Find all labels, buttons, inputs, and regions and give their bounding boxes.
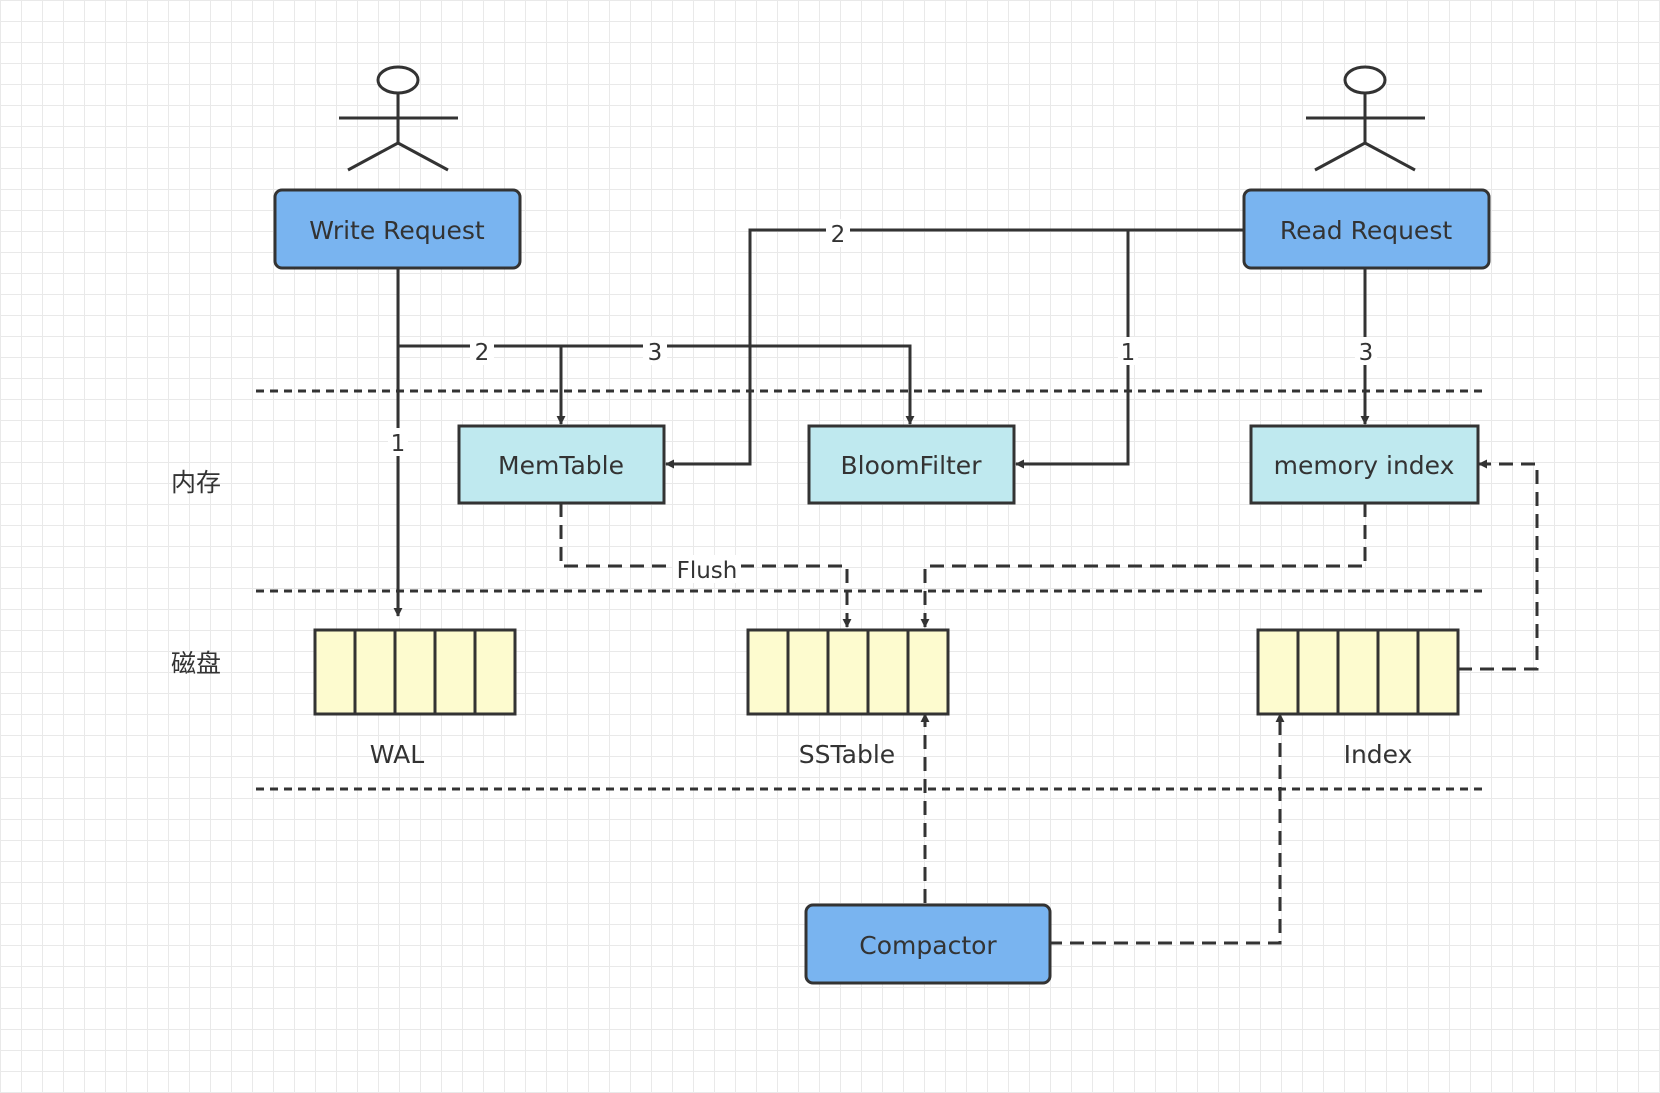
reader-actor-icon xyxy=(1306,65,1425,172)
edge-write-bloomfilter xyxy=(561,344,915,425)
edge-label-backgrounds xyxy=(388,219,1377,583)
edge-label-write-bloomfilter: 3 xyxy=(648,340,663,366)
read-request-label: Read Request xyxy=(1280,216,1453,245)
edge-label-write-wal: 1 xyxy=(391,431,406,457)
edge-index-memory-index xyxy=(1458,459,1539,671)
memtable-label: MemTable xyxy=(498,451,624,480)
memtable-node: MemTable xyxy=(457,424,666,505)
compactor-node: Compactor xyxy=(804,903,1052,985)
wal-storage xyxy=(313,628,517,716)
sstable-storage xyxy=(746,628,950,716)
writer-actor-icon xyxy=(339,65,458,172)
memory-index-node: memory index xyxy=(1249,424,1480,505)
sstable-label: SSTable xyxy=(799,740,895,769)
edge-label-flush: Flush xyxy=(677,558,738,584)
wal-label: WAL xyxy=(370,740,424,769)
write-request-node: Write Request xyxy=(273,188,522,270)
edge-read-memtable xyxy=(665,228,1244,469)
zone-label-memory: 内存 xyxy=(171,468,221,497)
index-storage xyxy=(1256,628,1460,716)
index-label: Index xyxy=(1344,740,1413,769)
edge-label-read-memtable: 2 xyxy=(831,222,846,248)
write-request-label: Write Request xyxy=(309,216,485,245)
memory-index-label: memory index xyxy=(1274,451,1455,480)
edge-label-read-bloomfilter: 1 xyxy=(1121,340,1136,366)
zone-label-disk: 磁盘 xyxy=(171,649,221,678)
compactor-label: Compactor xyxy=(859,931,997,960)
bloomfilter-node: BloomFilter xyxy=(807,424,1016,505)
edge-memory-index-sstable xyxy=(920,503,1367,628)
read-request-node: Read Request xyxy=(1242,188,1491,270)
edge-read-bloomfilter xyxy=(1015,230,1130,469)
bloomfilter-label: BloomFilter xyxy=(841,451,983,480)
edge-label-write-memtable: 2 xyxy=(475,340,490,366)
zone-separators xyxy=(256,389,1488,791)
edge-compactor-index xyxy=(1048,713,1285,945)
edge-label-read-memory-index: 3 xyxy=(1359,340,1374,366)
